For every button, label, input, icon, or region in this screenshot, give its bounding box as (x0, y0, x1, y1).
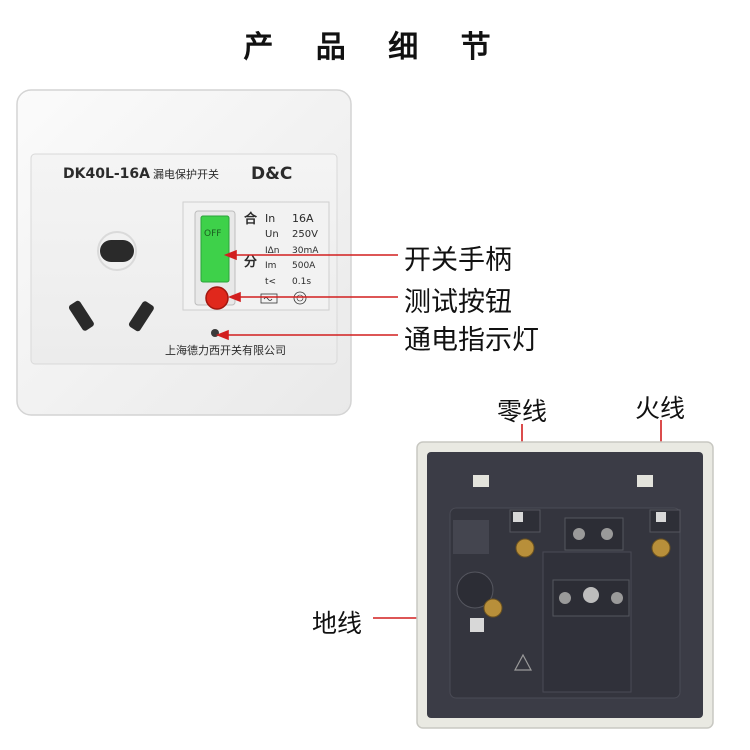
callout-handle: 开关手柄 (404, 245, 512, 276)
ground-terminal-screw (483, 598, 503, 618)
product-name: 漏电保护开关 (153, 167, 219, 181)
spec-value: 500A (292, 261, 316, 271)
arrow-head-icon (223, 249, 237, 261)
ac-symbol-icon (260, 293, 278, 304)
arrow-head-icon (215, 329, 229, 341)
socket-hole-right (128, 301, 154, 332)
neutral-terminal-screw (515, 538, 535, 558)
ccc-mark-icon (293, 291, 307, 305)
brand-logo: D&C (251, 164, 292, 184)
switch-on-label: 合 (244, 211, 258, 227)
socket-hole-left (68, 300, 94, 331)
label-neutral: 零线 (497, 397, 548, 426)
page-title: 产 品 细 节 (243, 30, 507, 65)
spec-value: 0.1s (292, 277, 311, 287)
live-terminal-screw (651, 538, 671, 558)
spec-key: IΔn (265, 246, 280, 256)
spec-value: 250V (292, 229, 318, 240)
callout-indicator: 通电指示灯 (404, 325, 539, 356)
switch-off-label: 分 (244, 254, 257, 270)
rear-view (416, 441, 714, 729)
spec-key: Im (265, 261, 276, 271)
manufacturer-name: 上海德力西开关有限公司 (165, 343, 286, 357)
spec-value: 30mA (292, 246, 319, 256)
handle-off-text: OFF (204, 229, 221, 239)
arrow-head-icon (227, 291, 241, 303)
spec-key: In (265, 212, 275, 225)
test-button[interactable] (205, 286, 229, 310)
label-live: 火线 (635, 394, 686, 423)
spec-value: 16A (292, 212, 314, 225)
label-ground: 地线 (312, 609, 363, 638)
callout-test-button: 测试按钮 (404, 287, 512, 318)
spec-key: Un (265, 229, 279, 240)
switch-handle[interactable] (200, 215, 230, 283)
spec-key: t< (265, 277, 276, 287)
model-number: DK40L-16A (63, 166, 150, 182)
socket-hole-top (100, 240, 134, 262)
front-panel: DK40L-16A 漏电保护开关 D&C OFF 合 分 In 16A Un 2… (16, 89, 352, 416)
